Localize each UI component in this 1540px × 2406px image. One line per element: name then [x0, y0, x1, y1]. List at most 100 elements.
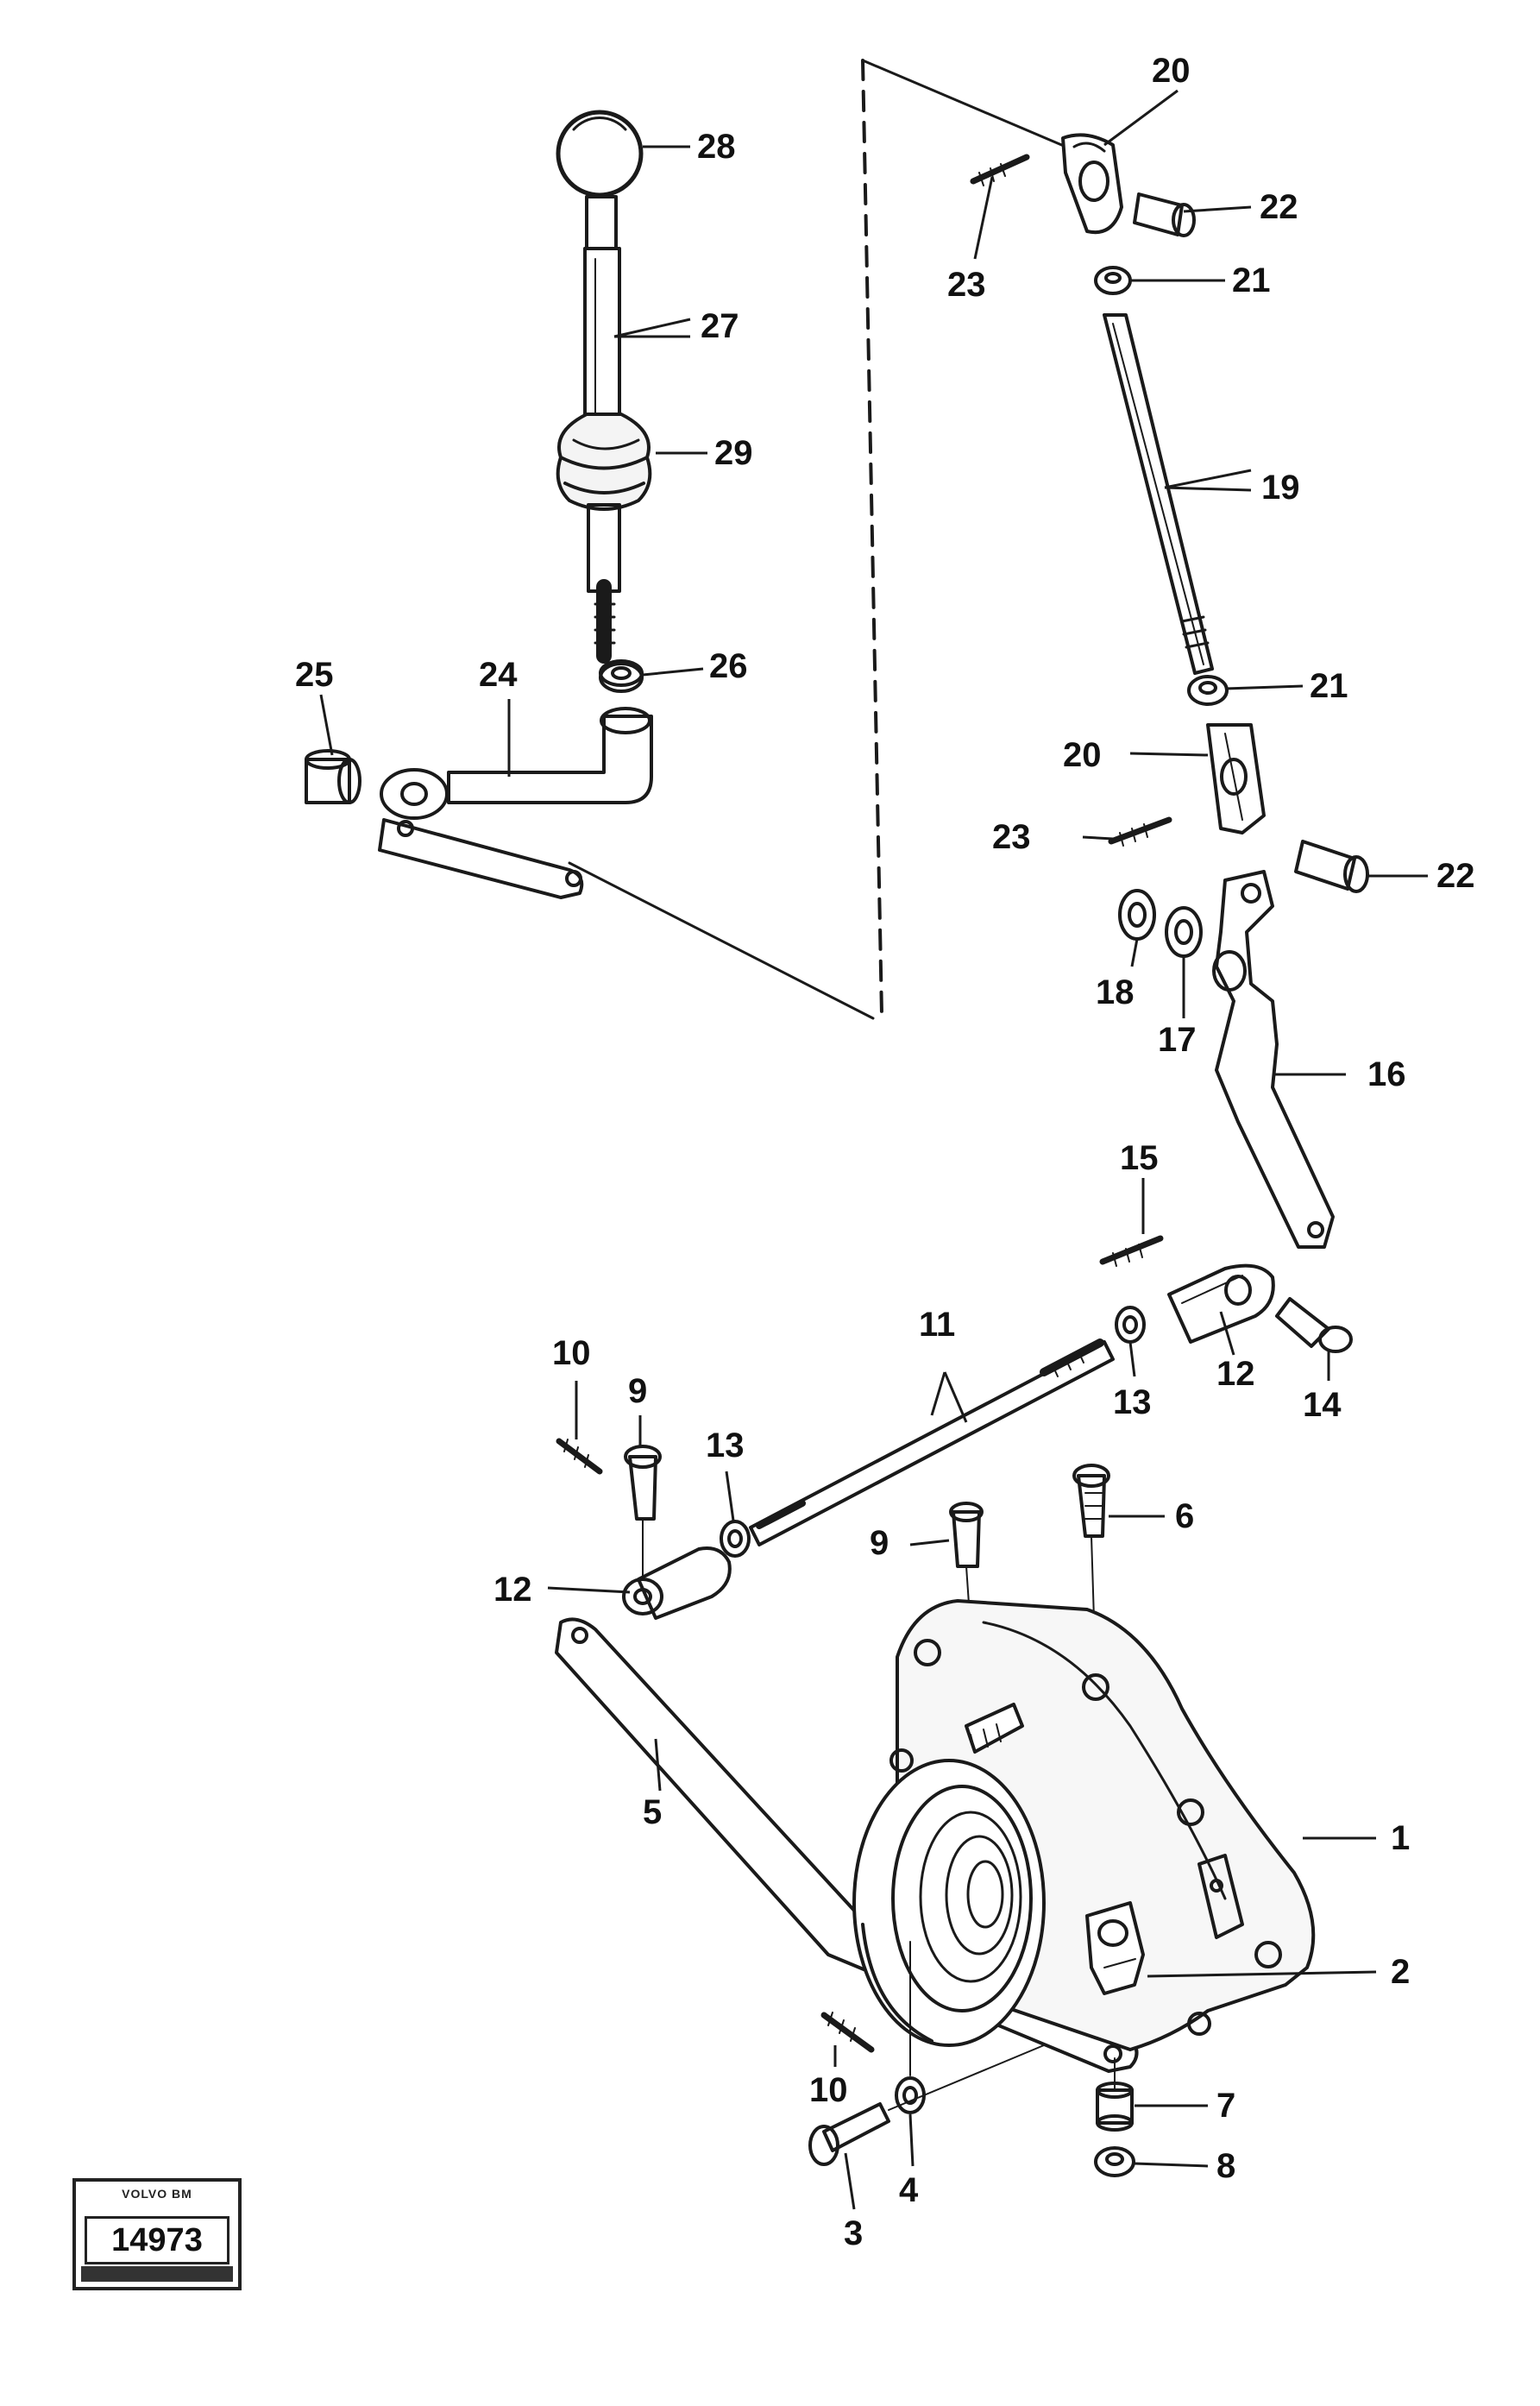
callout-21-top: 21 — [1232, 261, 1271, 299]
connection-line-bottom — [568, 861, 875, 1020]
leader-5 — [654, 1738, 662, 1792]
callout-15: 15 — [1120, 1139, 1159, 1177]
leader-4 — [908, 2113, 915, 2167]
callout-19: 19 — [1261, 469, 1300, 507]
leader-11b — [943, 1371, 968, 1423]
callout-29: 29 — [714, 434, 753, 472]
callout-2: 2 — [1391, 1953, 1411, 1991]
callout-5: 5 — [643, 1793, 663, 1831]
leader-12r — [1219, 1311, 1235, 1356]
bolt-22-top — [1133, 192, 1196, 237]
nut-13-left — [720, 1520, 751, 1558]
callout-1: 1 — [1391, 1819, 1411, 1857]
callout-6: 6 — [1175, 1497, 1195, 1535]
nut-13-right — [1115, 1306, 1146, 1344]
callout-9-left: 9 — [628, 1372, 648, 1410]
lever-gaiter — [556, 413, 652, 593]
leader-18 — [1130, 938, 1139, 967]
nut-21-top — [1094, 266, 1132, 295]
callout-18: 18 — [1096, 973, 1135, 1011]
callout-10-bottom: 10 — [809, 2071, 848, 2109]
pin-9-center — [949, 1502, 984, 1568]
rod-11 — [749, 1338, 1115, 1546]
callout-22-top: 22 — [1260, 188, 1298, 226]
leader-23t — [973, 176, 994, 260]
pin-23-top — [970, 154, 1030, 186]
callout-14: 14 — [1303, 1386, 1342, 1424]
washer-4 — [895, 2076, 926, 2114]
leader-11a — [930, 1371, 946, 1416]
callout-23-top: 23 — [947, 266, 986, 304]
dashed-connection-line — [861, 59, 883, 1022]
callout-20-top: 20 — [1152, 52, 1191, 90]
bolt-14 — [1275, 1297, 1353, 1353]
leader-3 — [844, 2152, 856, 2210]
stamp-footer-bar — [81, 2266, 233, 2282]
callout-17: 17 — [1158, 1021, 1197, 1059]
clevis-20-bottom — [1206, 723, 1266, 835]
leader-20b — [1129, 752, 1209, 757]
callout-13-left: 13 — [706, 1427, 745, 1464]
leader-21b — [1224, 684, 1304, 690]
leader-8 — [1134, 2162, 1209, 2168]
pin-9-left — [624, 1445, 662, 1521]
leader-12l — [547, 1586, 631, 1594]
callout-9-center: 9 — [870, 1524, 889, 1562]
callout-27: 27 — [701, 307, 739, 345]
leader-20t — [1103, 89, 1179, 147]
callout-23-bottom: 23 — [992, 818, 1031, 856]
callout-22-bottom: 22 — [1436, 857, 1475, 895]
clevis-20-top — [1061, 133, 1123, 235]
callout-11: 11 — [919, 1306, 956, 1344]
callout-12-right: 12 — [1216, 1355, 1255, 1393]
clevis-12-right — [1167, 1263, 1275, 1344]
pin-15 — [1099, 1235, 1164, 1267]
gear-knob — [556, 110, 644, 198]
nut-26 — [599, 659, 644, 693]
callout-7: 7 — [1216, 2087, 1236, 2125]
pin-23-bottom — [1108, 816, 1172, 847]
callout-25: 25 — [295, 656, 334, 694]
bushing-25 — [305, 749, 361, 804]
leader-9c — [909, 1539, 950, 1546]
callout-13-right: 13 — [1113, 1383, 1152, 1421]
leader-25 — [319, 694, 334, 756]
leader-23b — [1082, 835, 1114, 841]
callout-10-top: 10 — [552, 1334, 591, 1372]
pin-10-top — [556, 1438, 603, 1475]
callout-20-bottom: 20 — [1063, 736, 1102, 774]
callout-4: 4 — [899, 2171, 919, 2209]
pin-10-bottom — [820, 2012, 875, 2053]
stamp-brand: VOLVO BM — [122, 2187, 192, 2201]
leader-19b — [1164, 486, 1252, 492]
clevis-12-left — [622, 1546, 732, 1620]
callout-26: 26 — [709, 647, 748, 685]
leader-13l — [725, 1471, 735, 1521]
callout-28: 28 — [697, 128, 736, 166]
leader-26 — [642, 667, 704, 677]
callout-21-bottom: 21 — [1310, 667, 1348, 705]
callout-12-left: 12 — [493, 1571, 532, 1609]
callout-24: 24 — [479, 656, 518, 694]
callout-3: 3 — [844, 2214, 864, 2252]
nut-21-bottom — [1187, 675, 1229, 706]
callout-8: 8 — [1216, 2147, 1236, 2185]
bolt-3 — [808, 2102, 890, 2166]
leader-19a — [1164, 469, 1252, 489]
drawing-number: 14973 — [85, 2216, 229, 2264]
callout-16: 16 — [1367, 1055, 1406, 1093]
bell-crank-16 — [1212, 870, 1335, 1249]
washer-17 — [1165, 906, 1203, 958]
drum-pulley — [852, 1759, 1046, 2047]
leader-22t — [1183, 205, 1252, 213]
bushing-7 — [1096, 2082, 1134, 2132]
lever-guide — [888, 2044, 1045, 2111]
lever-arm-24 — [378, 707, 653, 899]
drawing-number-stamp: VOLVO BM 14973 — [72, 2178, 242, 2290]
leader-27a — [613, 318, 691, 338]
rod-19 — [1103, 313, 1214, 675]
leader-13r — [1128, 1341, 1136, 1377]
nut-8 — [1094, 2146, 1135, 2177]
connection-line-top — [861, 59, 1072, 150]
